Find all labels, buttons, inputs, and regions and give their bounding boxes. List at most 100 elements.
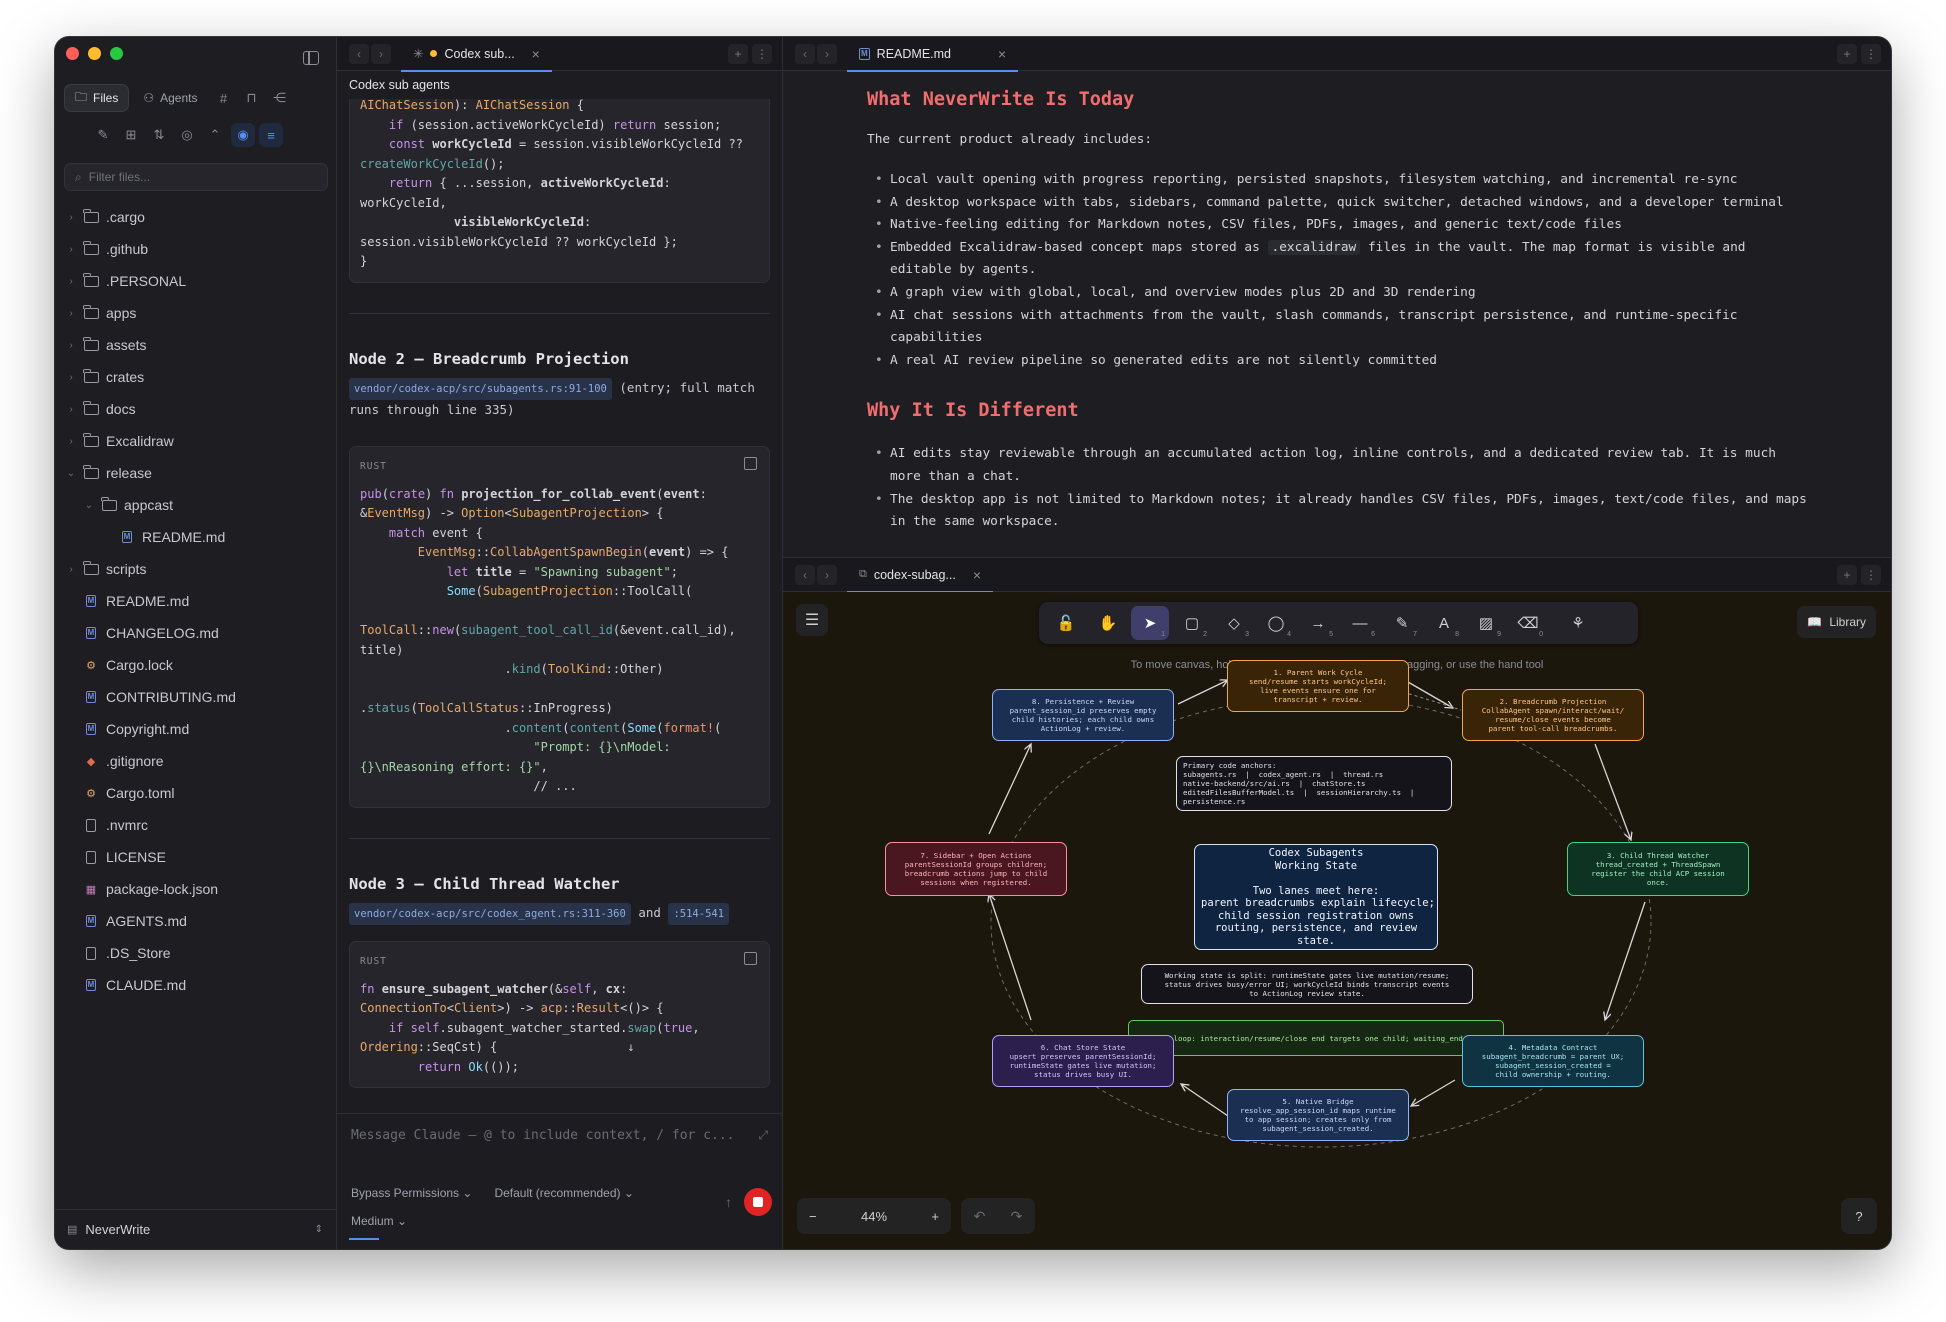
back-icon[interactable]: ‹ [795, 564, 815, 585]
tree-file[interactable]: .nvmrc [55, 809, 337, 841]
tree-file[interactable]: .DS_Store [55, 937, 337, 969]
stop-button[interactable] [744, 1188, 772, 1216]
selection-icon[interactable]: ➤1 [1131, 606, 1169, 640]
send-arrow-icon[interactable]: ↑ [725, 1194, 732, 1210]
zoom-level[interactable]: 44% [860, 1208, 888, 1224]
back-icon[interactable]: ‹ [795, 43, 815, 64]
more-icon[interactable]: ⋮ [752, 43, 772, 64]
new-note-icon[interactable]: ✎ [97, 127, 109, 142]
tree-folder[interactable]: ›crates [55, 361, 337, 393]
close-tab-icon[interactable]: × [998, 45, 1007, 62]
rectangle-icon[interactable]: ▢2 [1173, 606, 1211, 640]
tree-folder[interactable]: ⌄appcast [55, 489, 337, 521]
new-tab-icon[interactable]: + [1837, 43, 1857, 64]
close-tab-icon[interactable]: × [972, 566, 982, 583]
filter-files-input[interactable]: ⌕ Filter files... [64, 163, 328, 191]
node-code-anchors[interactable]: Primary code anchors: subagents.rs | cod… [1176, 756, 1452, 811]
node-sidebar-open-actions[interactable]: 7. Sidebar + Open Actions parentSessionI… [885, 842, 1067, 896]
back-icon[interactable]: ‹ [349, 43, 369, 64]
tree-folder[interactable]: ›.github [55, 233, 337, 265]
arrow-icon[interactable]: →5 [1299, 606, 1337, 640]
model-select[interactable]: Default (recommended) ⌄ [494, 1186, 633, 1200]
node3-path1[interactable]: vendor/codex-acp/src/codex_agent.rs:311-… [349, 902, 631, 925]
tree-folder[interactable]: ›scripts [55, 553, 337, 585]
tree-folder[interactable]: ›docs [55, 393, 337, 425]
new-tab-icon[interactable]: + [728, 43, 748, 64]
diamond-icon[interactable]: ◇3 [1215, 606, 1253, 640]
image-icon[interactable]: ▨9 [1467, 606, 1505, 640]
ellipse-icon[interactable]: ◯4 [1257, 606, 1295, 640]
node-parent-work-cycle[interactable]: 1. Parent Work Cycle send/resume starts … [1227, 660, 1409, 712]
copy-icon[interactable] [744, 456, 757, 470]
tab-agents[interactable]: ⚇ Agents [133, 84, 207, 112]
menu-icon[interactable]: ☰ [796, 604, 828, 636]
node-working-state[interactable]: Codex Subagents Working State Two lanes … [1194, 844, 1438, 950]
tree-file[interactable]: LICENSE [55, 841, 337, 873]
more-icon[interactable]: ⋮ [1861, 43, 1881, 64]
minimize-window-button[interactable] [88, 47, 101, 60]
tree-folder[interactable]: ›.PERSONAL [55, 265, 337, 297]
node-child-thread-watcher[interactable]: 3. Child Thread Watcher thread_created +… [1567, 842, 1749, 896]
zoom-in-button[interactable]: + [931, 1208, 939, 1224]
hand-icon[interactable]: ✋ [1089, 606, 1127, 640]
copy-icon[interactable] [744, 951, 757, 965]
forward-icon[interactable]: › [817, 43, 837, 64]
more-icon[interactable]: ⋮ [1861, 564, 1881, 585]
node2-path[interactable]: vendor/codex-acp/src/subagents.rs:91-100 [349, 377, 612, 400]
tree-folder[interactable]: ›Excalidraw [55, 425, 337, 457]
tree-file[interactable]: ◆.gitignore [55, 745, 337, 777]
hashtag-icon[interactable]: # [219, 90, 228, 106]
tree-file[interactable]: ⚙Cargo.lock [55, 649, 337, 681]
redo-icon[interactable]: ↷ [1010, 1207, 1023, 1224]
bookmark-icon[interactable]: ⊓ [246, 90, 257, 105]
collapse-all-icon[interactable]: ⌃ [209, 127, 221, 142]
close-tab-icon[interactable]: × [531, 45, 540, 62]
tree-file[interactable]: ▦package-lock.json [55, 873, 337, 905]
message-input[interactable]: Message Claude — @ to include context, /… [351, 1128, 735, 1143]
node-chat-store-state[interactable]: 6. Chat Store State upsert preserves par… [992, 1035, 1174, 1087]
tree-file[interactable]: ⚙Cargo.toml [55, 777, 337, 809]
node-ui-loop[interactable]: the UI loop: interaction/resume/close en… [1128, 1020, 1504, 1056]
readme-content[interactable]: What NeverWrite Is Today The current pro… [783, 71, 1891, 557]
show-hidden-icon[interactable]: ◉ [231, 123, 255, 147]
tab-files[interactable]: 🗀 Files [64, 84, 130, 112]
reveal-icon[interactable]: ◎ [181, 127, 193, 142]
new-tab-icon[interactable]: + [1837, 564, 1857, 585]
library-button[interactable]: 📖 Library [1797, 606, 1876, 638]
line-icon[interactable]: —6 [1341, 606, 1379, 640]
tree-folder[interactable]: ›assets [55, 329, 337, 361]
pencil-icon[interactable]: ✎7 [1383, 606, 1421, 640]
permissions-select[interactable]: Bypass Permissions ⌄ [351, 1186, 472, 1200]
node-persistence-review[interactable]: 8. Persistence + Review parent_session_i… [992, 689, 1174, 741]
close-window-button[interactable] [66, 47, 79, 60]
zoom-out-button[interactable]: − [809, 1208, 817, 1224]
tab-codex-sub[interactable]: ✳ Codex sub... × [401, 37, 552, 72]
node-metadata-contract[interactable]: 4. Metadata Contract subagent_breadcrumb… [1462, 1035, 1644, 1087]
help-button[interactable]: ? [1841, 1198, 1877, 1234]
vault-switcher[interactable]: ▤ NeverWrite ⇕ [55, 1209, 337, 1249]
tree-folder[interactable]: ›.cargo [55, 201, 337, 233]
lock-icon[interactable]: 🔓 [1047, 606, 1085, 640]
tree-folder[interactable]: ›apps [55, 297, 337, 329]
chat-transcript[interactable]: AIChatSession): AIChatSession { if (sess… [337, 99, 782, 1103]
filter-toggle-icon[interactable]: ≡ [259, 123, 283, 147]
node-split-state[interactable]: Working state is split: runtimeState gat… [1141, 964, 1473, 1004]
undo-icon[interactable]: ↶ [973, 1207, 986, 1224]
tree-folder[interactable]: ⌄release [55, 457, 337, 489]
scroll-down-icon[interactable]: ↓ [627, 1040, 635, 1054]
new-folder-icon[interactable]: ⊞ [125, 127, 137, 142]
tab-codex-subagents-map[interactable]: ⧉ codex-subag... × [847, 558, 994, 593]
effort-select[interactable]: Medium ⌄ [348, 1214, 407, 1240]
graph-icon[interactable]: ⋲ [272, 90, 286, 105]
forward-icon[interactable]: › [817, 564, 837, 585]
sidebar-toggle-icon[interactable] [303, 51, 319, 65]
node-native-bridge[interactable]: 5. Native Bridge resolve_app_session_id … [1227, 1089, 1409, 1141]
